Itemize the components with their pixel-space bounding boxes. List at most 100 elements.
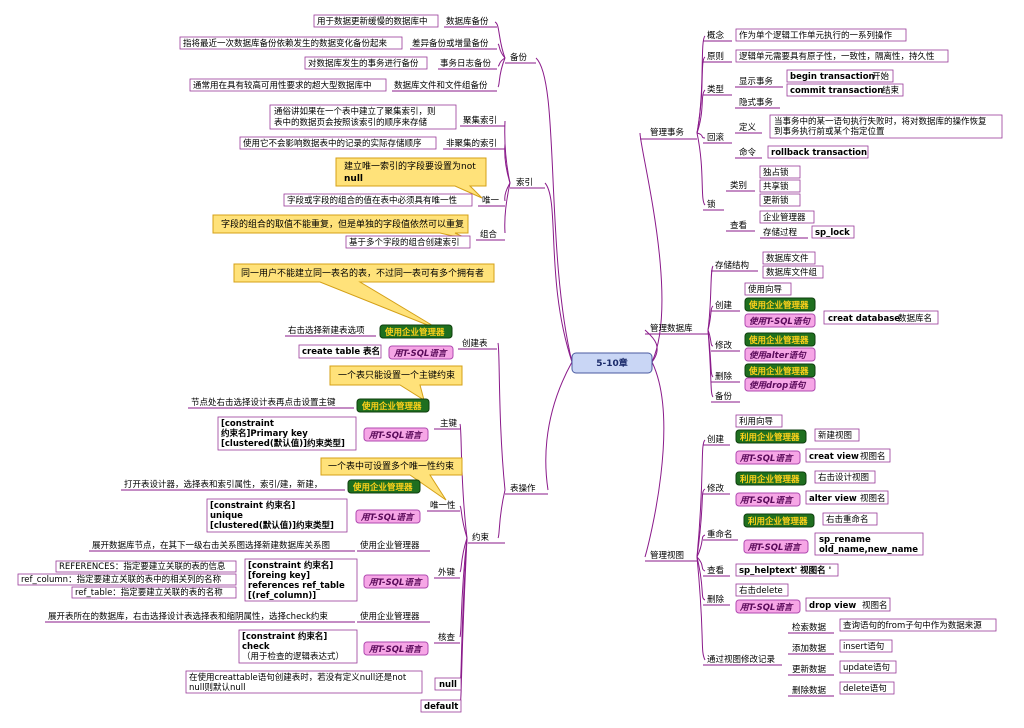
svg-text:同一用户不能建立同一表名的表，不过同一表可有多个拥有者: 同一用户不能建立同一表名的表，不过同一表可有多个拥有者 <box>241 267 484 279</box>
svg-text:建立唯一索引的字段要设置为not: 建立唯一索引的字段要设置为not <box>344 160 476 172</box>
db-storage[interactable]: 存储结构 数据库文件 数据库文件组 <box>711 251 824 279</box>
backup-branch[interactable]: 备份 用于数据更新缓慢的数据库中 数据库备份 指将最近一次数据库备份依赖发生的数… <box>179 14 536 92</box>
view-alter[interactable]: 修改 利用企业管理器 右击设计视图 用T-SQL语言 alter view 视图… <box>703 470 889 507</box>
transaction-branch[interactable]: 管理事务 概念 作为单个逻辑工作单元执行的一系列操作 原则 逻辑单元需要具有原子… <box>640 28 1003 239</box>
svg-text:事务日志备份: 事务日志备份 <box>440 58 492 69</box>
svg-text:[clustered(默认值)]约束类型]: [clustered(默认值)]约束类型] <box>221 438 345 449</box>
svg-text:使用企业管理器: 使用企业管理器 <box>748 335 809 346</box>
backup-item-file[interactable]: 通常用在具有较高可用性要求的超大型数据库中 数据库文件和文件组备份 <box>189 78 497 92</box>
svg-text:REFERENCES：指定要建立关联的表的信息: REFERENCES：指定要建立关联的表的信息 <box>59 561 226 572</box>
tx-lock[interactable]: 锁 类别 独占锁 共享锁 更新锁 查看 企业管理器 存储过程 sp_lock <box>703 165 855 239</box>
svg-text:begin transaction: begin transaction <box>790 72 875 82</box>
svg-text:展开表所在的数据库，右击选择设计表选择表和缩阴属性，选择ch: 展开表所在的数据库，右击选择设计表选择表和缩阴属性，选择check约束 <box>48 611 328 622</box>
svg-text:存储结构: 存储结构 <box>715 260 749 271</box>
backup-label[interactable]: 备份 <box>510 52 528 63</box>
svg-text:数据库名: 数据库名 <box>898 313 932 324</box>
constraint-default[interactable]: default <box>420 699 462 713</box>
transaction-label[interactable]: 管理事务 <box>650 127 685 138</box>
tx-principle[interactable]: 原则 逻辑单元需要具有原子性，一致性，隔离性，持久性 <box>703 49 949 63</box>
svg-text:用T-SQL语言: 用T-SQL语言 <box>368 644 423 655</box>
svg-text:[constraint 约束名]: [constraint 约束名] <box>242 631 327 642</box>
svg-text:old_name,new_name: old_name,new_name <box>819 545 918 555</box>
db-alter[interactable]: 修改 使用企业管理器 使用alter语句 <box>711 332 816 362</box>
svg-text:[(ref_column)]: [(ref_column)] <box>248 591 316 601</box>
table-ops-label[interactable]: 表操作 <box>510 483 536 494</box>
svg-text:回滚: 回滚 <box>707 132 725 143</box>
database-label[interactable]: 管理数据库 <box>650 323 693 334</box>
backup-item-db[interactable]: 用于数据更新缓慢的数据库中 数据库备份 <box>313 14 497 28</box>
svg-text:用T-SQL语言: 用T-SQL语言 <box>739 495 794 506</box>
constraint-null[interactable]: 在使用creattable语句创建表时，若没有定义null还是not null则… <box>185 670 462 694</box>
table-branch[interactable]: 表操作 同一用户不能建立同一表名的表，不过同一表可有多个拥有者 右击选择新建表选… <box>17 263 548 713</box>
view-modify-records[interactable]: 通过视图修改记录 检索数据 查询语句的from子句中作为数据来源 添加数据 in… <box>703 618 997 697</box>
svg-text:使用企业管理器: 使用企业管理器 <box>748 300 809 311</box>
svg-text:[constraint: [constraint <box>221 419 274 429</box>
svg-text:指将最近一次数据库备份依赖发生的数据变化备份起来: 指将最近一次数据库备份依赖发生的数据变化备份起来 <box>183 38 388 49</box>
index-unique[interactable]: 建立唯一索引的字段要设置为not null 字段或字段的组合的值在表中必须具有唯… <box>283 157 505 207</box>
view-rename[interactable]: 重命名 利用企业管理器 右击重命名 用T-SQL语言 sp_rename old… <box>703 512 924 556</box>
svg-text:创建表: 创建表 <box>462 338 488 349</box>
db-backup[interactable]: 备份 <box>711 391 740 403</box>
view-check[interactable]: 查看 sp_helptext' 视图名 ' <box>703 563 839 577</box>
svg-text:当事务中的某一语句执行失败时，将对数据库的操作恢复: 当事务中的某一语句执行失败时，将对数据库的操作恢复 <box>774 116 987 127</box>
svg-text:delete语句: delete语句 <box>843 683 887 694</box>
svg-text:[constraint 约束名]: [constraint 约束名] <box>210 500 295 511</box>
db-drop[interactable]: 删除 使用企业管理器 使用drop语句 <box>711 363 816 392</box>
tx-concept[interactable]: 概念 作为单个逻辑工作单元执行的一系列操作 <box>703 28 907 42</box>
svg-text:sp_rename: sp_rename <box>819 535 871 545</box>
view-create[interactable]: 创建 利用向导 利用企业管理器 新建视图 用T-SQL语言 creat view… <box>703 414 891 465</box>
index-branch[interactable]: 索引 通俗讲如果在一个表中建立了聚集索引，则 表中的数据页会按照该索引的顺序来存… <box>212 104 545 249</box>
constraint-branch[interactable]: 约束 一个表只能设置一个主键约束 节点处右击选择设计表再点击设置主键 使用企业管… <box>17 365 505 713</box>
index-composite[interactable]: 字段的组合的取值不能重复，但是单独的字段值依然可以重复 基于多个字段的组合创建索… <box>212 214 505 249</box>
table-create[interactable]: 同一用户不能建立同一表名的表，不过同一表可有多个拥有者 右击选择新建表选项 使用… <box>233 263 497 360</box>
svg-text:一个表中可设置多个唯一性约束: 一个表中可设置多个唯一性约束 <box>328 460 454 472</box>
constraint-unique[interactable]: 一个表中可设置多个唯一性约束 打开表设计器，选择表和索引属性，索引/建，新建， … <box>121 457 463 533</box>
svg-text:外键: 外键 <box>438 567 456 578</box>
svg-text:利用企业管理器: 利用企业管理器 <box>739 432 800 443</box>
svg-text:节点处右击选择设计表再点击设置主键: 节点处右击选择设计表再点击设置主键 <box>191 397 336 408</box>
svg-text:创建: 创建 <box>715 300 733 311</box>
svg-text:用T-SQL语言: 用T-SQL语言 <box>393 348 448 359</box>
svg-text:查询语句的from子句中作为数据来源: 查询语句的from子句中作为数据来源 <box>843 620 982 631</box>
constraint-fk[interactable]: 展开数据库节点，在其下一级右击关系图选择新建数据库关系图 使用企业管理器 [co… <box>17 540 460 602</box>
svg-text:数据库备份: 数据库备份 <box>446 16 489 27</box>
index-label[interactable]: 索引 <box>516 177 533 188</box>
svg-text:用T-SQL语言: 用T-SQL语言 <box>360 512 415 523</box>
svg-text:查看: 查看 <box>730 220 747 231</box>
svg-text:作为单个逻辑工作单元执行的一系列操作: 作为单个逻辑工作单元执行的一系列操作 <box>739 30 893 41</box>
svg-text:删除: 删除 <box>715 371 733 382</box>
svg-text:用T-SQL语言: 用T-SQL语言 <box>739 602 794 613</box>
svg-text:修改: 修改 <box>707 483 725 494</box>
index-nonclustered[interactable]: 使用它不会影响数据表中的记录的实际存储顺序 非聚集的索引 <box>239 136 505 150</box>
svg-text:开始: 开始 <box>872 71 890 82</box>
constraint-pk[interactable]: 一个表只能设置一个主键约束 节点处右击选择设计表再点击设置主键 使用企业管理器 … <box>188 365 463 451</box>
constraint-check[interactable]: 展开表所在的数据库，右击选择设计表选择表和缩阴属性，选择check约束 使用企业… <box>45 611 460 664</box>
view-branch[interactable]: 管理视图 创建 利用向导 利用企业管理器 新建视图 用T-SQL语言 creat… <box>645 414 997 697</box>
view-label[interactable]: 管理视图 <box>650 550 684 561</box>
tx-type[interactable]: 类型 显示事务 begin transaction 开始 commit tran… <box>703 69 904 109</box>
svg-text:[clustered(默认值)]约束类型]: [clustered(默认值)]约束类型] <box>210 520 334 531</box>
database-branch[interactable]: 管理数据库 存储结构 数据库文件 数据库文件组 创建 使用向导 使用企业管理器 … <box>645 251 939 403</box>
svg-text:右击选择新建表选项: 右击选择新建表选项 <box>288 325 365 336</box>
center-node[interactable]: 5-10章 <box>571 352 653 374</box>
backup-item-log[interactable]: 对数据库发生的事务进行备份 事务日志备份 <box>304 56 497 70</box>
tx-rollback[interactable]: 回滚 定义 当事务中的某一语句执行失败时，将对数据库的操作恢复 到事务执行前或某… <box>703 114 1003 159</box>
svg-text:用T-SQL语言: 用T-SQL语言 <box>368 430 423 441</box>
svg-text:更新数据: 更新数据 <box>792 664 827 675</box>
svg-text:update语句: update语句 <box>843 662 890 673</box>
view-delete[interactable]: 删除 右击delete 用T-SQL语言 drop view 视图名 <box>703 583 891 614</box>
index-clustered[interactable]: 通俗讲如果在一个表中建立了聚集索引，则 表中的数据页会按照该索引的顺序来存储 聚… <box>269 104 505 130</box>
svg-text:概念: 概念 <box>707 30 725 41</box>
svg-text:主键: 主键 <box>440 418 458 429</box>
backup-item-diff[interactable]: 指将最近一次数据库备份依赖发生的数据变化备份起来 差异备份或增量备份 <box>179 36 497 50</box>
svg-text:利用企业管理器: 利用企业管理器 <box>747 516 808 527</box>
svg-text:备份: 备份 <box>715 391 733 402</box>
svg-text:右击设计视图: 右击设计视图 <box>818 472 869 483</box>
svg-text:视图名: 视图名 <box>860 493 886 504</box>
svg-text:约束名]Primary key: 约束名]Primary key <box>221 428 308 439</box>
svg-text:[constraint 约束名]: [constraint 约束名] <box>248 560 333 571</box>
svg-text:非聚集的索引: 非聚集的索引 <box>446 138 497 149</box>
svg-text:references ref_table: references ref_table <box>248 581 345 591</box>
db-create[interactable]: 创建 使用向导 使用企业管理器 使用T-SQL语句 creat database… <box>711 282 939 328</box>
svg-text:对数据库发生的事务进行备份: 对数据库发生的事务进行备份 <box>308 58 419 69</box>
